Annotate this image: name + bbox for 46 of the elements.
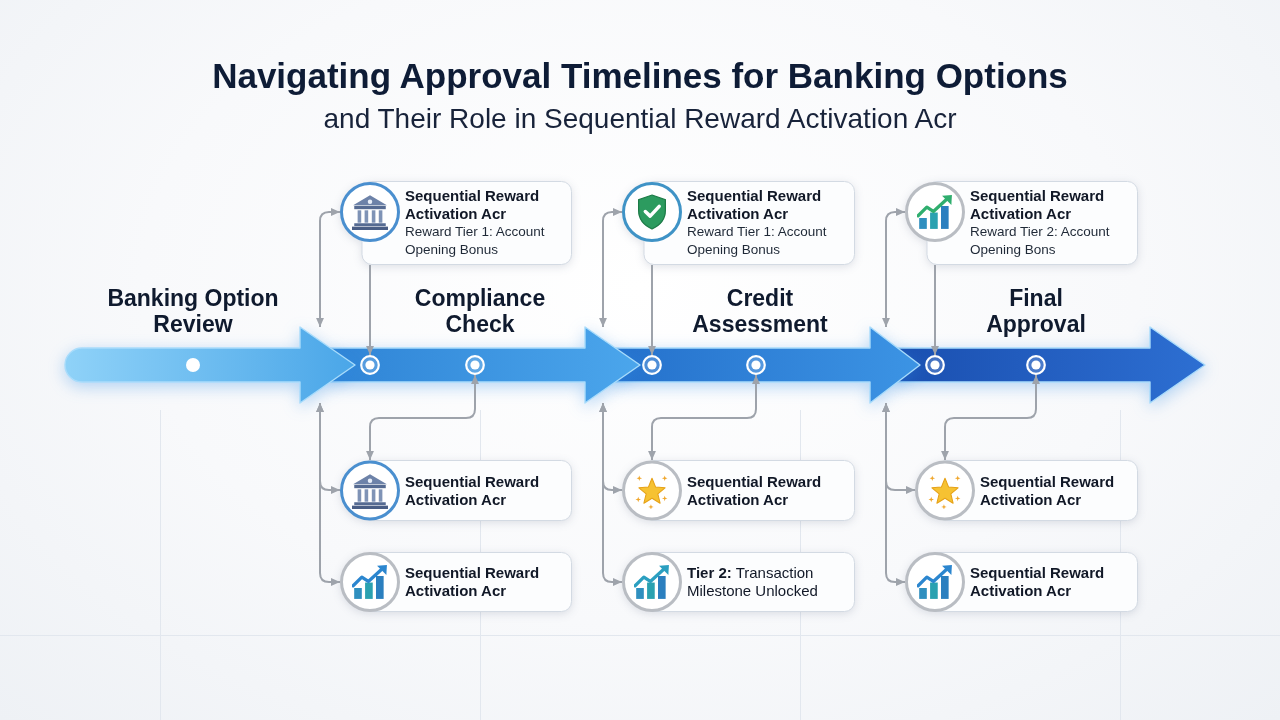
connector-arrow	[316, 208, 341, 328]
reward-card	[905, 181, 1138, 265]
connector-arrow	[366, 374, 479, 461]
stage-title: Final Approval	[985, 285, 1087, 337]
connector-arrow	[366, 264, 374, 356]
reward-card	[340, 460, 572, 521]
title: Navigating Approval Timelines for Banking Options	[212, 55, 1068, 97]
reward-card	[622, 181, 855, 265]
card-title: Sequential Reward Activation Acr	[687, 187, 823, 223]
connector-arrow	[941, 374, 1040, 461]
reward-card	[622, 460, 855, 521]
connector-arrow	[599, 208, 623, 328]
card-title: Sequential Reward Activation Acr	[980, 472, 1116, 509]
card-title: Sequential Reward Activation Acr	[405, 187, 541, 223]
card-title: Sequential Reward Activation Acr	[405, 564, 541, 600]
connector-arrow	[599, 402, 623, 586]
stage-title: Banking Option Review	[106, 285, 280, 337]
connector-arrow	[648, 264, 656, 356]
reward-card	[915, 460, 1138, 521]
connector-arrow	[882, 402, 906, 586]
timeline-marker	[642, 355, 662, 375]
reward-card	[905, 552, 1138, 612]
reward-card	[340, 552, 572, 612]
connector-arrow	[316, 402, 341, 586]
card-detail: Reward Tier 2: Account Opening Bons	[970, 223, 1111, 259]
subtitle: and Their Role in Sequential Reward Activation Acr	[323, 102, 957, 136]
timeline-marker	[746, 355, 766, 375]
card-title: Sequential Reward Activation Acr	[687, 472, 823, 509]
card-detail: Reward Tier 1: Account Opening Bonus	[405, 223, 546, 259]
reward-card	[622, 552, 855, 612]
card-title: Sequential Reward Activation Acr	[970, 564, 1106, 600]
timeline-marker	[465, 355, 485, 375]
card-title: Sequential Reward Activation Acr	[970, 187, 1106, 223]
reward-card	[340, 181, 572, 265]
stage-title: Credit Assessment	[691, 285, 829, 337]
timeline-marker	[1026, 355, 1046, 375]
timeline-marker	[925, 355, 945, 375]
connector-arrow	[882, 208, 906, 328]
card-title: Sequential Reward Activation Acr	[405, 472, 541, 509]
stage-title: Compliance Check	[413, 285, 547, 337]
connector-arrow	[648, 374, 760, 461]
timeline-marker	[186, 358, 200, 372]
connector-arrow	[931, 264, 939, 356]
timeline-marker	[360, 355, 380, 375]
card-title: Tier 2: Transaction Milestone Unlocked	[687, 564, 819, 600]
card-detail: Reward Tier 1: Account Opening Bonus	[687, 223, 828, 259]
